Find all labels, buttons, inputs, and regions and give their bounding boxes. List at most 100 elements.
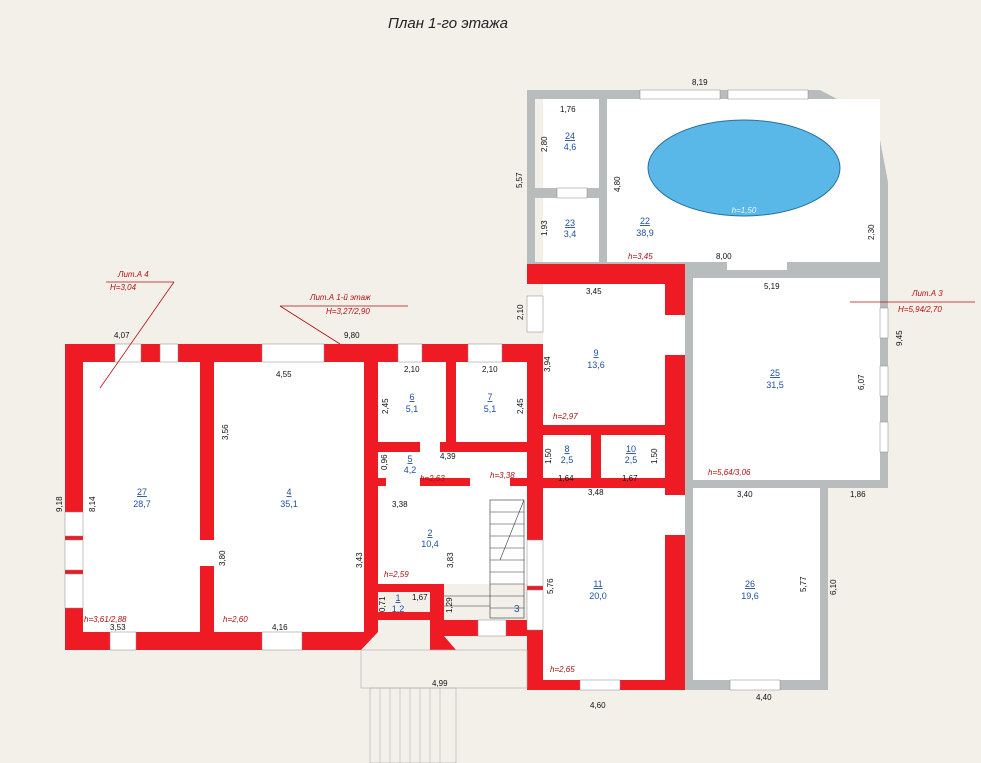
dimension-label: 2,30 xyxy=(867,224,876,240)
room-area: 1,2 xyxy=(392,604,405,614)
height-label: h=2,59 xyxy=(384,570,409,579)
dimension-label: 2,45 xyxy=(381,398,390,414)
room-number: 6 xyxy=(409,392,414,402)
dimension-label: 1,29 xyxy=(445,597,454,613)
room-area: 38,9 xyxy=(636,228,654,238)
room-area: 31,5 xyxy=(766,380,784,390)
room-area: 10,4 xyxy=(421,539,439,549)
room-area: 5,1 xyxy=(484,404,497,414)
dimension-label: 4,16 xyxy=(272,623,288,632)
dimension-label: 5,77 xyxy=(799,576,808,592)
dimension-label: 1,64 xyxy=(558,474,574,483)
room-area: 2,5 xyxy=(625,455,638,465)
dimension-label: 2,10 xyxy=(516,304,525,320)
height-label: h=2,63 xyxy=(420,474,445,483)
dimension-label: 3,43 xyxy=(355,552,364,568)
room-number: 25 xyxy=(770,368,780,378)
room-number: 9 xyxy=(593,348,598,358)
pool xyxy=(647,119,841,217)
dimension-label: 6,07 xyxy=(857,374,866,390)
dimension-label: 0,96 xyxy=(380,454,389,470)
room-number: 4 xyxy=(286,487,291,497)
liter-name: Лит.А 1-й этаж xyxy=(309,293,371,302)
liter-name: Лит.А 4 xyxy=(117,270,149,279)
dimension-label: 8,00 xyxy=(716,252,732,261)
dimension-label: 6,10 xyxy=(829,579,838,595)
dimension-label: 3,48 xyxy=(588,488,604,497)
dimension-label: 3,45 xyxy=(586,287,602,296)
height-label: h=3,45 xyxy=(628,252,653,261)
room-number: 1 xyxy=(395,593,400,603)
room-area: 35,1 xyxy=(280,499,298,509)
room-number: 8 xyxy=(564,444,569,454)
dimension-label: 3,94 xyxy=(543,356,552,372)
room-number: 26 xyxy=(745,579,755,589)
liter-height: Н=3,04 xyxy=(110,283,137,292)
dimension-label: 4,39 xyxy=(440,452,456,461)
dimension-label: 4,60 xyxy=(590,701,606,710)
height-label: h=3,61/2,88 xyxy=(84,615,127,624)
height-label: h=3,38 xyxy=(490,471,515,480)
dimension-label: 3,56 xyxy=(221,424,230,440)
dimension-label: 9,45 xyxy=(895,330,904,346)
height-label: h=2,97 xyxy=(553,412,578,421)
room-number: 23 xyxy=(565,218,575,228)
room-area: 4,6 xyxy=(564,142,577,152)
height-label: h=2,65 xyxy=(550,665,575,674)
dimension-label: 3,53 xyxy=(110,623,126,632)
dimension-label: 8,19 xyxy=(692,78,708,87)
room-area: 3,4 xyxy=(564,229,577,239)
liter-callouts: Лит.А 4 Н=3,04 Лит.А 1-й этаж Н=3,27/2,9… xyxy=(99,270,975,389)
plan-title: План 1-го этажа xyxy=(388,15,508,32)
dimension-label: 2,10 xyxy=(404,365,420,374)
door-gaps xyxy=(200,262,787,566)
dimension-label: 1,50 xyxy=(544,448,553,464)
dimension-label: 5,76 xyxy=(546,578,555,594)
liter-height: Н=3,27/2,90 xyxy=(326,307,370,316)
room-number: 10 xyxy=(626,444,636,454)
dimension-label: 4,40 xyxy=(756,693,772,702)
room-area: 20,0 xyxy=(589,591,607,601)
dimensions: 8,19 1,76 2,80 5,57 4,80 1,93 2,30 8,00 … xyxy=(55,78,904,710)
stair-label: 3 xyxy=(514,604,520,615)
room-area: 19,6 xyxy=(741,591,759,601)
room-area: 28,7 xyxy=(133,499,151,509)
room-area: 2,5 xyxy=(561,455,574,465)
dimension-label: 4,99 xyxy=(432,679,448,688)
room-number: 24 xyxy=(565,131,575,141)
dimension-label: 3,80 xyxy=(218,550,227,566)
room-number: 27 xyxy=(137,487,147,497)
dimension-label: 1,86 xyxy=(850,490,866,499)
room-area: 4,2 xyxy=(404,465,417,475)
dimension-label: 2,80 xyxy=(540,136,549,152)
entrance-steps xyxy=(360,649,528,763)
dimension-label: 1,50 xyxy=(650,448,659,464)
room-number: 7 xyxy=(487,392,492,402)
dimension-label: 2,10 xyxy=(482,365,498,374)
dimension-label: 3,40 xyxy=(737,490,753,499)
dimension-label: 5,57 xyxy=(515,172,524,188)
liter-name: Лит.А 3 xyxy=(911,289,943,298)
dimension-label: 1,93 xyxy=(540,220,549,236)
dimension-label: 1,67 xyxy=(412,593,428,602)
dimension-label: 4,80 xyxy=(613,176,622,192)
room-area: 5,1 xyxy=(406,404,419,414)
staircase xyxy=(444,499,525,619)
room-labels: 27 28,7 4 35,1 6 5,1 7 5,1 5 4,2 2 10,4 … xyxy=(133,131,784,614)
height-label: h=5,64/3,06 xyxy=(708,468,751,477)
dimension-label: 3,38 xyxy=(392,500,408,509)
dimension-label: 4,55 xyxy=(276,370,292,379)
dimension-label: 1,67 xyxy=(622,474,638,483)
room-heights: h=3,45 h=2,97 h=2,63 h=3,38 h=2,59 h=3,6… xyxy=(84,252,751,674)
dimension-label: 0,71 xyxy=(378,596,387,612)
room-number: 22 xyxy=(640,216,650,226)
dimension-label: 2,45 xyxy=(516,398,525,414)
room-number: 2 xyxy=(427,528,432,538)
dimension-label: 3,83 xyxy=(446,552,455,568)
red-walls xyxy=(65,264,685,690)
height-label: h=2,60 xyxy=(223,615,248,624)
dimension-label: 9,18 xyxy=(55,496,64,512)
room-floors xyxy=(83,99,880,680)
windows xyxy=(64,89,889,691)
